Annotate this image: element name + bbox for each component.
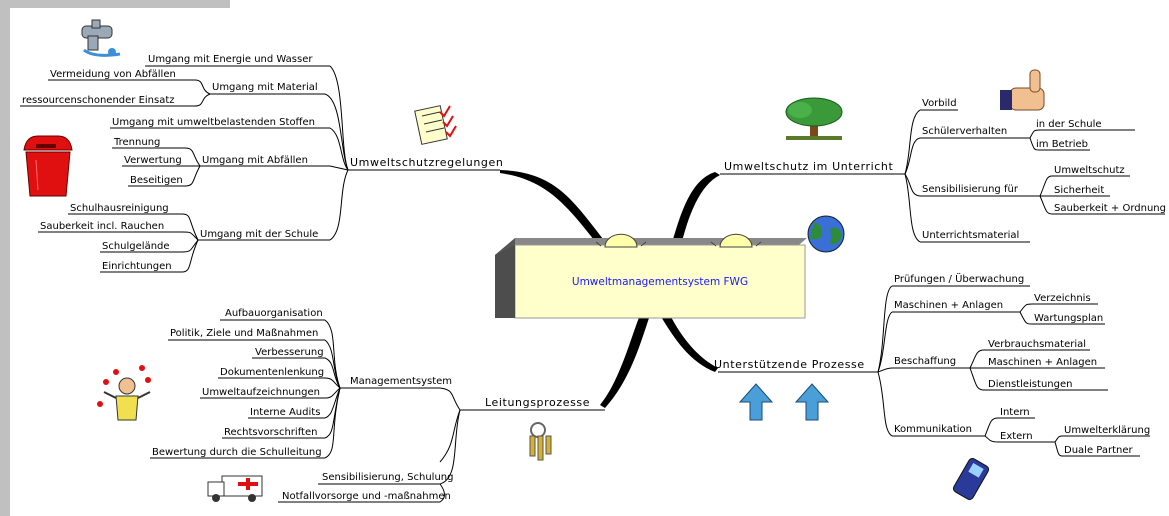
faucet-icon bbox=[81, 19, 121, 57]
node-beschaffung[interactable]: Beschaffung bbox=[894, 356, 956, 367]
branch-label-regelungen[interactable]: Umweltschutzregelungen bbox=[350, 156, 503, 169]
node-in-schule[interactable]: in der Schule bbox=[1036, 119, 1102, 130]
node-trennung[interactable]: Trennung bbox=[113, 137, 160, 148]
node-managementsystem[interactable]: Managementsystem bbox=[350, 376, 452, 387]
node-umweltschutz[interactable]: Umweltschutz bbox=[1054, 165, 1125, 176]
node-notfall[interactable]: Notfallvorsorge und -maßnahmen bbox=[282, 491, 451, 502]
thumbs-up-icon bbox=[1000, 69, 1045, 111]
node-gelaende[interactable]: Schulgelände bbox=[102, 241, 170, 252]
checklist-icon bbox=[414, 105, 457, 145]
ambulance-icon bbox=[207, 475, 263, 502]
node-bewertung[interactable]: Bewertung durch die Schulleitung bbox=[152, 447, 322, 458]
globe-icon bbox=[807, 215, 845, 253]
node-beseitigen[interactable]: Beseitigen bbox=[130, 175, 183, 186]
connector-unterricht bbox=[670, 172, 720, 250]
lamp-icon bbox=[595, 233, 762, 248]
node-partner[interactable]: Duale Partner bbox=[1064, 445, 1134, 456]
node-material[interactable]: Umgang mit Material bbox=[212, 82, 318, 93]
node-pruefungen[interactable]: Prüfungen / Überwachung bbox=[894, 272, 1024, 285]
branch-label-unterricht[interactable]: Umweltschutz im Unterricht bbox=[724, 160, 894, 173]
connector-leitung bbox=[600, 315, 650, 408]
mobile-phone-icon bbox=[952, 458, 990, 500]
node-vorbild[interactable]: Vorbild bbox=[922, 98, 957, 109]
node-sicherheit[interactable]: Sicherheit bbox=[1054, 185, 1104, 196]
node-energie[interactable]: Umgang mit Energie und Wasser bbox=[148, 54, 313, 65]
node-erklaerung[interactable]: Umwelterklärung bbox=[1064, 425, 1150, 436]
node-kommunikation[interactable]: Kommunikation bbox=[894, 424, 972, 435]
node-aufbau[interactable]: Aufbauorganisation bbox=[225, 308, 323, 319]
node-vermeidung[interactable]: Vermeidung von Abfällen bbox=[50, 69, 176, 80]
connector-prozesse bbox=[660, 315, 718, 372]
node-verzeichnis[interactable]: Verzeichnis bbox=[1034, 293, 1091, 304]
branch-regelungen bbox=[20, 65, 500, 273]
node-recht[interactable]: Rechtsvorschriften bbox=[224, 427, 317, 438]
node-dokumente[interactable]: Dokumentenlenkung bbox=[220, 367, 324, 378]
node-schule[interactable]: Umgang mit der Schule bbox=[200, 229, 318, 240]
node-dienst[interactable]: Dienstleistungen bbox=[988, 379, 1072, 390]
node-sauberkeit[interactable]: Sauberkeit incl. Rauchen bbox=[40, 221, 164, 232]
node-b-maschinen[interactable]: Maschinen + Anlagen bbox=[988, 357, 1097, 368]
node-verhalten[interactable]: Schülerverhalten bbox=[922, 126, 1007, 137]
node-aufzeichnungen[interactable]: Umweltaufzeichnungen bbox=[202, 387, 320, 398]
tree-icon bbox=[785, 97, 843, 140]
node-ordnung[interactable]: Sauberkeit + Ordnung bbox=[1054, 203, 1166, 214]
node-stoffe[interactable]: Umgang mit umweltbelastenden Stoffen bbox=[112, 117, 315, 128]
node-politik[interactable]: Politik, Ziele und Maßnahmen bbox=[170, 328, 318, 339]
node-wartung[interactable]: Wartungsplan bbox=[1034, 313, 1103, 324]
keys-icon bbox=[529, 422, 552, 461]
juggler-icon bbox=[97, 365, 151, 421]
node-schulung[interactable]: Sensibilisierung, Schulung bbox=[322, 472, 453, 483]
window-frame-left bbox=[0, 0, 10, 516]
node-einrichtungen[interactable]: Einrichtungen bbox=[102, 261, 172, 272]
node-reinigung[interactable]: Schulhausreinigung bbox=[70, 203, 169, 214]
node-verwertung[interactable]: Verwertung bbox=[124, 155, 182, 166]
branch-label-prozesse[interactable]: Unterstützende Prozesse bbox=[714, 358, 865, 371]
node-sensibilisierung[interactable]: Sensibilisierung für bbox=[922, 184, 1019, 195]
node-extern[interactable]: Extern bbox=[1000, 431, 1033, 442]
branch-unterricht bbox=[720, 109, 1165, 243]
node-abfaelle[interactable]: Umgang mit Abfällen bbox=[202, 155, 308, 166]
trash-bin-icon bbox=[23, 135, 73, 197]
node-ressourcen[interactable]: ressourcenschonender Einsatz bbox=[22, 95, 175, 106]
node-im-betrieb[interactable]: im Betrieb bbox=[1036, 139, 1088, 150]
node-intern[interactable]: Intern bbox=[1000, 407, 1030, 418]
node-verbrauch[interactable]: Verbrauchsmaterial bbox=[988, 339, 1086, 350]
up-arrow-icon bbox=[738, 383, 830, 421]
center-node[interactable]: Umweltmanagementsystem FWG bbox=[495, 238, 807, 319]
branch-leitung bbox=[150, 319, 605, 503]
node-audits[interactable]: Interne Audits bbox=[250, 407, 320, 418]
node-unterrichtsmaterial[interactable]: Unterrichtsmaterial bbox=[922, 230, 1019, 241]
window-frame-top bbox=[0, 0, 230, 8]
node-verbesserung[interactable]: Verbesserung bbox=[255, 347, 324, 358]
center-title: Umweltmanagementsystem FWG bbox=[572, 276, 748, 288]
branch-prozesse bbox=[718, 285, 1150, 457]
node-maschinen[interactable]: Maschinen + Anlagen bbox=[894, 300, 1003, 311]
branch-label-leitung[interactable]: Leitungsprozesse bbox=[485, 396, 590, 409]
